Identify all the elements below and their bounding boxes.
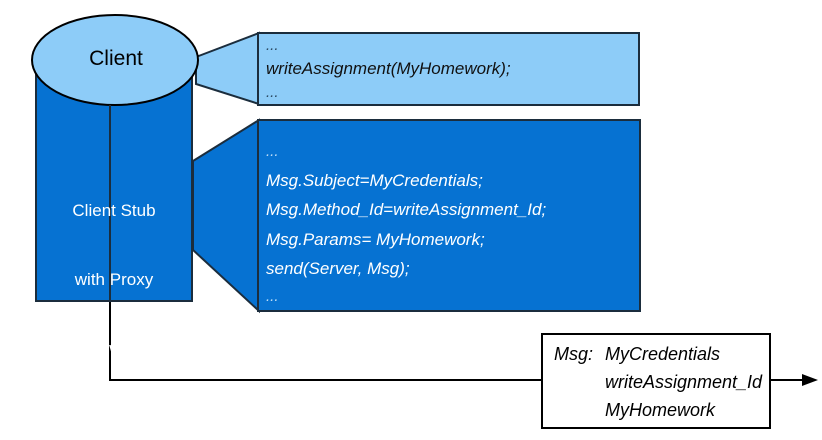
- client-node-ellipse: [31, 14, 199, 106]
- message-box: [541, 333, 771, 429]
- callout-application-line-1: ...: [266, 37, 279, 54]
- callout-stub-line-4: Msg.Params= MyHomework;: [266, 230, 485, 249]
- callout-stub-line-5: send(Server, Msg);: [266, 259, 410, 278]
- message-box-field-3: MyHomework: [605, 400, 716, 420]
- callout-box-application: [257, 32, 640, 106]
- message-box-label: Msg:: [554, 344, 594, 364]
- callout-stub-line-2: Msg.Subject=MyCredentials;: [266, 171, 483, 190]
- callout-application-line-2: writeAssignment(MyHomework);: [266, 59, 511, 78]
- message-box-field-1: MyCredentials: [605, 344, 721, 364]
- callout-application-line-3: ...: [266, 84, 279, 101]
- callout-stub-line-3: Msg.Method_Id=writeAssignment_Id;: [266, 200, 547, 219]
- callout-tail-application: [195, 31, 260, 106]
- callout-box-stub: [257, 119, 641, 312]
- callout-tail-stub: [192, 118, 260, 314]
- message-box-field-2: writeAssignment_Id: [605, 372, 763, 392]
- callout-stub-line-1: ...: [266, 143, 279, 160]
- callout-stub-line-6: ...: [266, 288, 279, 305]
